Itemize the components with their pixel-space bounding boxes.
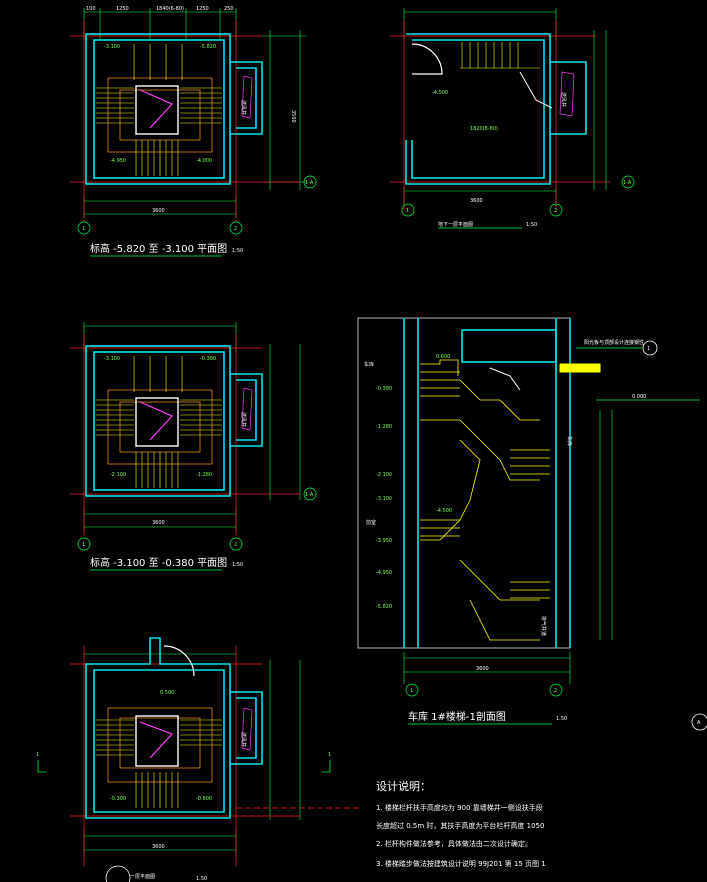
axis-bubble: 1-A	[305, 180, 314, 186]
level-label: -5.820	[376, 604, 392, 610]
design-notes: 设计说明： 1. 楼梯栏杆扶手高度均为 900 靠墙梯井一侧设扶手段 长度超过 …	[376, 779, 546, 868]
note-item: 2. 栏杆构件做法参考，具体做法由二次设计确定。	[376, 839, 532, 848]
dim-total: 3600	[476, 666, 489, 672]
plan-title: 标高 -3.100 至 -0.380 平面图	[90, 556, 227, 569]
level-label: -0.380	[376, 386, 392, 392]
level-label: -3.100	[376, 496, 392, 502]
plan-scale: 1:50	[232, 562, 243, 568]
level-label: -3.100	[104, 356, 120, 362]
section-scale: 1:50	[556, 716, 567, 722]
axis-bubble: 2	[554, 688, 557, 694]
level-label: -0.800	[196, 796, 212, 802]
level-label: 0.500	[160, 690, 174, 696]
section-mark: 1	[36, 752, 39, 758]
axis-bubble: 1	[410, 688, 413, 694]
section-label: 车库	[566, 436, 573, 446]
axis-bubble: 1	[406, 208, 409, 214]
level-label: -1.280	[376, 424, 392, 430]
plan-4: 送风井 0.500 -0.300 -0.800 1 1 3600 一层平面图 1…	[36, 637, 360, 882]
plan-1: -3.100 -5.820 -4.950 -4.000 送风井 100 1250…	[70, 6, 317, 257]
dim-total: 3600	[470, 198, 483, 204]
level-label: -4.950	[376, 570, 392, 576]
axis-bubble: 1	[82, 226, 85, 232]
level-label: 1820(8-80)	[470, 126, 498, 132]
room-label: 送风井	[240, 732, 247, 747]
level-label: -2.100	[376, 472, 392, 478]
room-label: 送风井	[560, 92, 567, 107]
note-item: 3. 楼梯踏步做法按建筑设计说明 99J201 第 15 页图 1	[376, 859, 546, 868]
detail-ref: 1	[647, 346, 650, 352]
plan-2: 送风井 -4.500 1820(8-80) 3600 1-A 1 2 地下一层平…	[390, 8, 635, 229]
section-note: 阳光板与顶部设计连接钢性	[584, 339, 644, 346]
plan-title: 地下一层平面图	[438, 221, 473, 228]
level-label: -4.000	[196, 158, 212, 164]
level-label: 0.600	[436, 354, 450, 360]
level-label: -3.950	[376, 538, 392, 544]
section-1-1: 1 阳光板与顶部设计连接钢性 0.000 车库 前室 排气井道 车库 0.600…	[357, 317, 700, 725]
level-label: -0.300	[110, 796, 126, 802]
dim-label: 100	[86, 6, 96, 12]
section-label: 前室	[366, 519, 376, 526]
note-item: 1. 楼梯栏杆扶手高度均为 900 靠墙梯井一侧设扶手段	[376, 803, 543, 812]
section-title: 车库 1#楼梯-1剖面图	[408, 710, 506, 723]
dim-label: 250	[224, 6, 234, 12]
dim-total: 3600	[152, 844, 165, 850]
dim-total: 3600	[152, 208, 165, 214]
room-label: 送风井	[240, 100, 247, 115]
level-label: -3.100	[104, 44, 120, 50]
level-label: -5.820	[200, 44, 216, 50]
corner-mark: A	[697, 720, 701, 726]
note-item: 长度超过 0.5m 时，其扶手高度为平台栏杆高度 1050	[376, 821, 544, 830]
level-label: -1.280	[196, 472, 212, 478]
level-label: 0.000	[632, 394, 646, 400]
dim-label: 1250	[116, 6, 129, 12]
plan-title: 标高 -5.820 至 -3.100 平面图	[90, 242, 227, 255]
plan-scale: 1:50	[526, 222, 537, 228]
axis-bubble: 1-A	[305, 492, 314, 498]
section-label: 车库	[364, 361, 374, 368]
dim-side: 3500	[290, 110, 296, 123]
level-label: -0.380	[200, 356, 216, 362]
level-label: -4.500	[432, 90, 448, 96]
plan-scale: 1:50	[232, 248, 243, 254]
notes-heading: 设计说明：	[376, 779, 431, 793]
room-label: 送风井	[240, 412, 247, 427]
section-label: 排气井道	[540, 616, 547, 636]
level-label: -2.100	[110, 472, 126, 478]
dim-total: 3600	[152, 520, 165, 526]
plan-title: 一层平面图	[130, 874, 155, 880]
axis-bubble: 2	[234, 226, 237, 232]
level-label: -4.950	[110, 158, 126, 164]
axis-bubble: 1-A	[623, 180, 632, 186]
axis-bubble: 2	[234, 542, 237, 548]
plan-scale: 1:50	[196, 876, 207, 882]
level-label: -4.500	[436, 508, 452, 514]
plan-3: 送风井 -3.100 -0.380 -2.100 -1.280 3600 1-A…	[70, 322, 317, 571]
section-mark: 1	[328, 752, 331, 758]
dim-label: 1840(6-80)	[156, 6, 184, 12]
dim-label: 1250	[196, 6, 209, 12]
axis-bubble: 1	[82, 542, 85, 548]
axis-bubble: 2	[554, 208, 557, 214]
